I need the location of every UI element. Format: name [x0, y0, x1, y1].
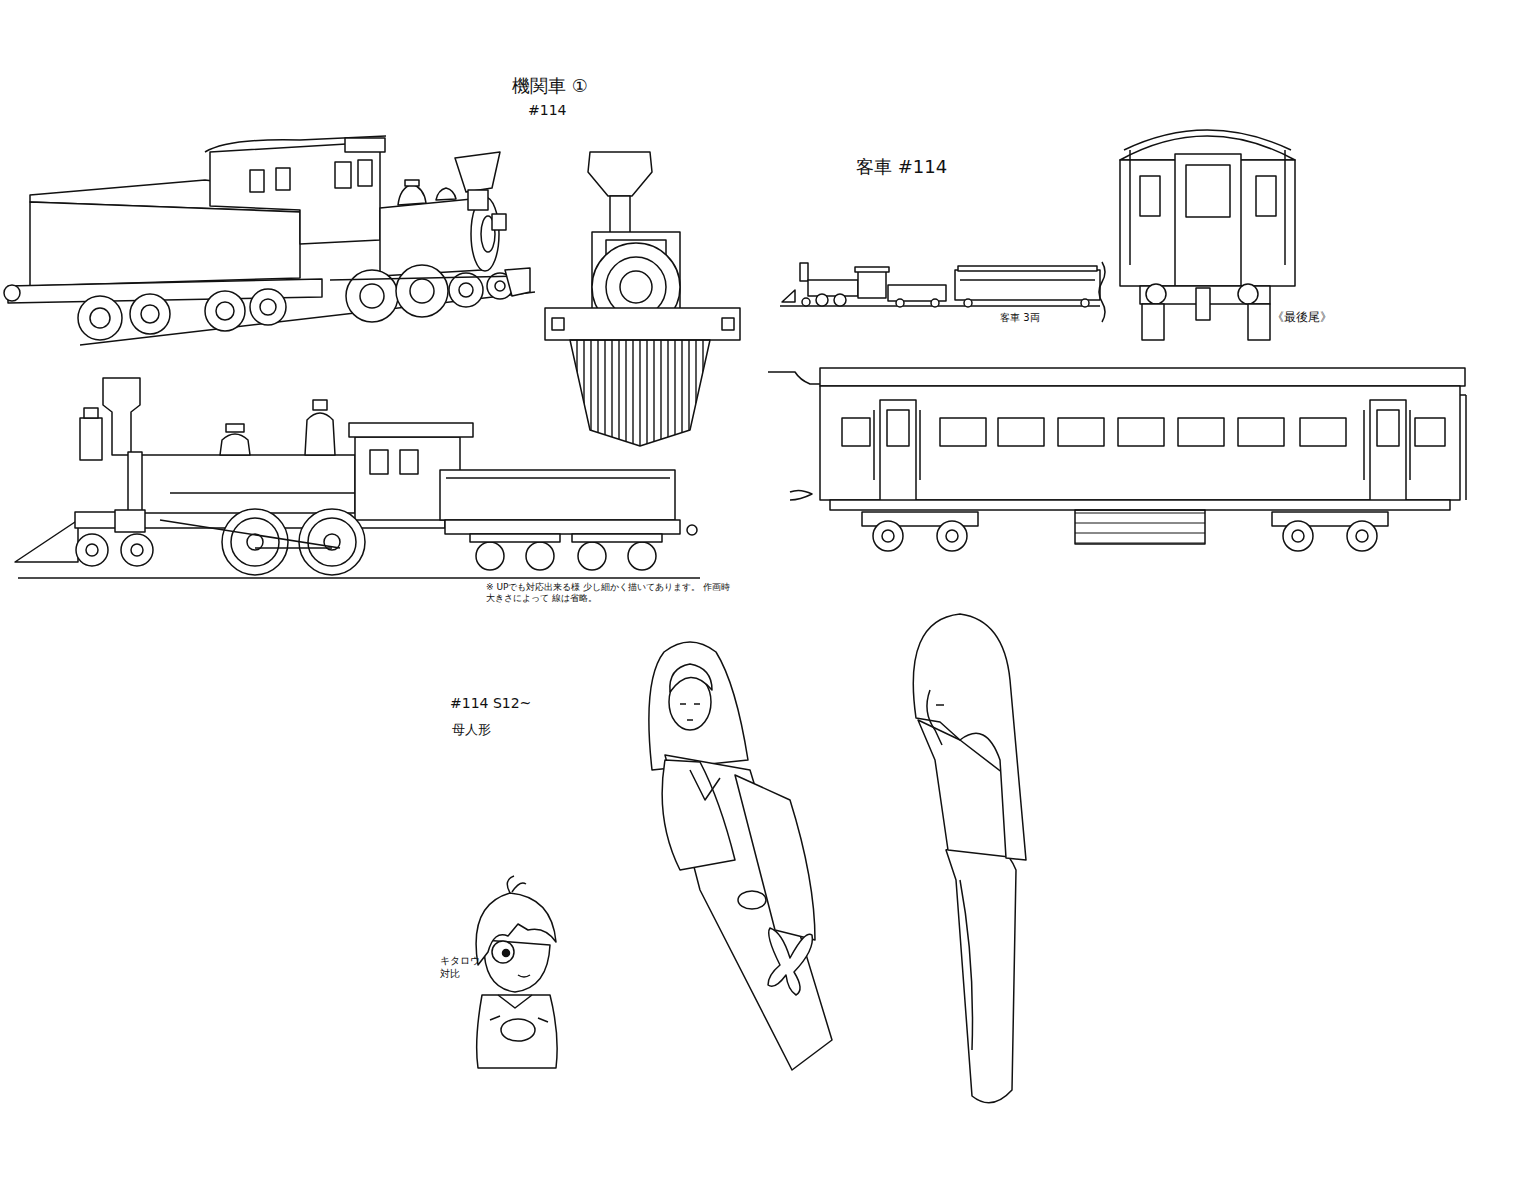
coach-side-view: [768, 368, 1466, 551]
coach-end-view: [1120, 130, 1295, 340]
locomotive-perspective: [4, 136, 535, 345]
sheet-label: 機関車 ①: [512, 75, 588, 98]
sheet-label: #114: [528, 102, 566, 120]
train-miniature: [780, 262, 1105, 322]
sheet-label: キタロウ 対比: [440, 955, 486, 980]
kitaro-figure: [476, 876, 557, 1068]
sheet-label: 《最後尾》: [1272, 310, 1332, 325]
sheet-label: 客車 #114: [856, 156, 947, 179]
sheet-label: #114 S12~: [450, 695, 531, 713]
sheet-label: 母人形: [452, 722, 491, 738]
sheet-label: ※ UPでも対応出来る様 少し細かく描いてあります。 作画時 大きさによって 線…: [486, 582, 732, 605]
locomotive-side-view: [15, 378, 700, 578]
sheet-label: 客車 3両: [1000, 312, 1040, 325]
doll-front-view: [649, 642, 832, 1070]
locomotive-front-view: [545, 152, 740, 446]
doll-back-view: [913, 614, 1026, 1103]
